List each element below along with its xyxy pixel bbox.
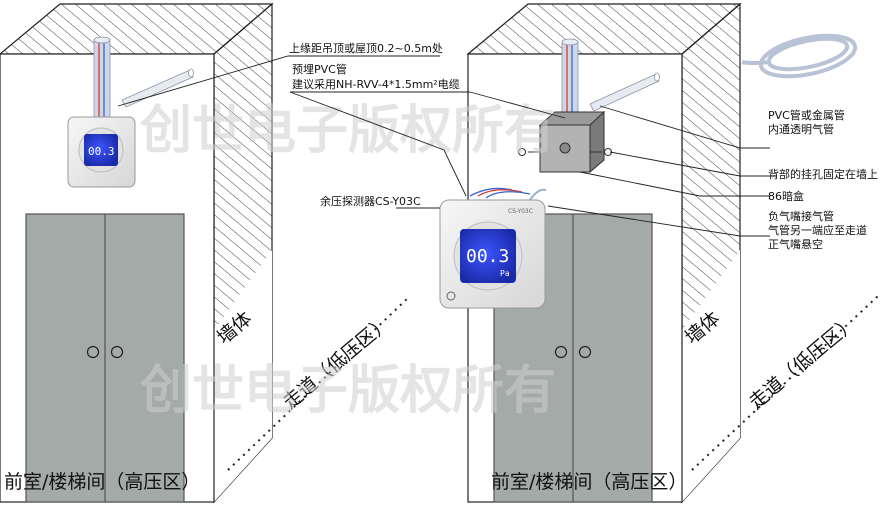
pvc-tube-coil xyxy=(741,33,858,79)
left-angled-pipe xyxy=(121,69,194,108)
right-corridor-label: 走道（低压区） xyxy=(745,311,861,413)
right-angled-pipe xyxy=(589,73,660,112)
left-side-wall-lower xyxy=(214,250,272,502)
device-model-tag: CS-Y03C xyxy=(508,208,533,215)
right-side-wall-lower xyxy=(682,250,740,502)
junction-box xyxy=(518,110,612,174)
pipe-to-corridor-label: 气管另一端应至走道 xyxy=(768,223,867,237)
right-detector: 00.3 Pa CS-Y03C xyxy=(439,199,546,309)
pvc-pipe-label: PVC管或金属管 xyxy=(768,108,845,122)
right-front-room-label: 前室/楼梯间（高压区） xyxy=(491,471,687,493)
svg-text:00.3: 00.3 xyxy=(88,145,115,158)
mount-holes-label: 背部的挂孔固定在墙上 xyxy=(768,167,878,181)
right-room: 00.3 Pa CS-Y03C 墙体 走道（低压区） 前室/楼梯间（高压区） xyxy=(439,2,879,504)
leader-lines xyxy=(117,55,770,237)
right-corridor-line xyxy=(691,295,879,471)
cable-label: 建议采用NH-RVV-4*1.5mm²电缆 xyxy=(292,77,460,91)
watermark-top: 创世电子版权所有 xyxy=(139,101,556,161)
pos-nozzle-label: 正气嘴悬空 xyxy=(768,237,823,251)
detector-label: 余压探测器CS-Y03C xyxy=(320,194,421,208)
left-detector: 00.3 xyxy=(67,116,136,188)
lcd-reading: 00.3 xyxy=(466,246,509,267)
watermark-bottom: 创世电子版权所有 xyxy=(139,361,556,421)
ceiling-distance-label: 上缘距吊顶或屋顶0.2~0.5m处 xyxy=(289,42,443,55)
lcd-unit: Pa xyxy=(500,269,510,278)
left-vertical-pipe xyxy=(93,39,111,121)
left-door xyxy=(25,213,185,503)
junction-box-label: 86暗盒 xyxy=(768,189,804,203)
left-front-room-label: 前室/楼梯间（高压区） xyxy=(4,471,200,493)
pvc-pipe-label-2: 内通透明气管 xyxy=(768,122,834,136)
neg-nozzle-label: 负气嘴接气管 xyxy=(768,209,834,223)
conduit-label: 预埋PVC管 xyxy=(292,62,347,76)
